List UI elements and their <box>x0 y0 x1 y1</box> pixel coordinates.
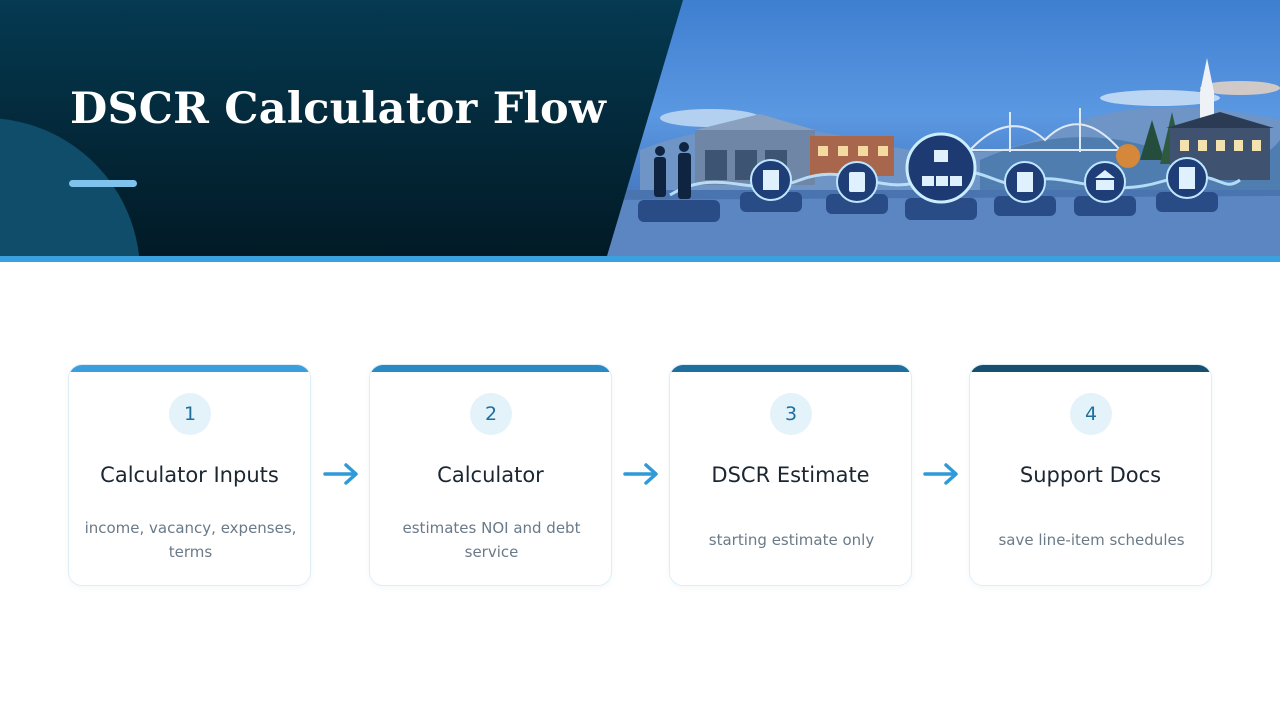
step-card-dscr-estimate: 3 DSCR Estimate starting estimate only <box>669 364 912 586</box>
step-title: DSCR Estimate <box>711 463 870 487</box>
decorative-circle <box>0 118 140 256</box>
step-title: Support Docs <box>1019 463 1162 487</box>
step-description: save line-item schedules <box>998 531 1185 549</box>
step-card-calculator: 2 Calculator estimates NOI and debt serv… <box>369 364 612 586</box>
card-top-bar <box>69 365 310 372</box>
arrow-right-icon <box>923 463 958 485</box>
step-card-calculator-inputs: 1 Calculator Inputs income, vacancy, exp… <box>68 364 311 586</box>
page-title: DSCR Calculator Flow <box>70 84 607 134</box>
header-banner: DSCR Calculator Flow <box>0 0 1280 256</box>
title-underline <box>69 180 137 187</box>
card-top-bar <box>370 365 611 372</box>
card-top-bar <box>670 365 911 372</box>
step-title: Calculator <box>437 463 544 487</box>
step-title: Calculator Inputs <box>100 463 279 487</box>
step-description: starting estimate only <box>708 531 875 549</box>
arrow-right-icon <box>323 463 358 485</box>
arrow-right-icon <box>623 463 658 485</box>
step-number-badge: 2 <box>470 393 512 435</box>
header-accent-line <box>0 256 1280 262</box>
step-card-support-docs: 4 Support Docs save line-item schedules <box>969 364 1212 586</box>
step-description: income, vacancy, expenses, terms <box>84 519 297 561</box>
hero-illustration <box>600 58 1280 256</box>
step-description: estimates NOI and debt service <box>402 519 581 561</box>
card-top-bar <box>970 365 1211 372</box>
step-number-badge: 3 <box>770 393 812 435</box>
title-panel: DSCR Calculator Flow <box>0 0 683 256</box>
step-number-badge: 4 <box>1070 393 1112 435</box>
step-number-badge: 1 <box>169 393 211 435</box>
process-nodes <box>740 132 1218 220</box>
